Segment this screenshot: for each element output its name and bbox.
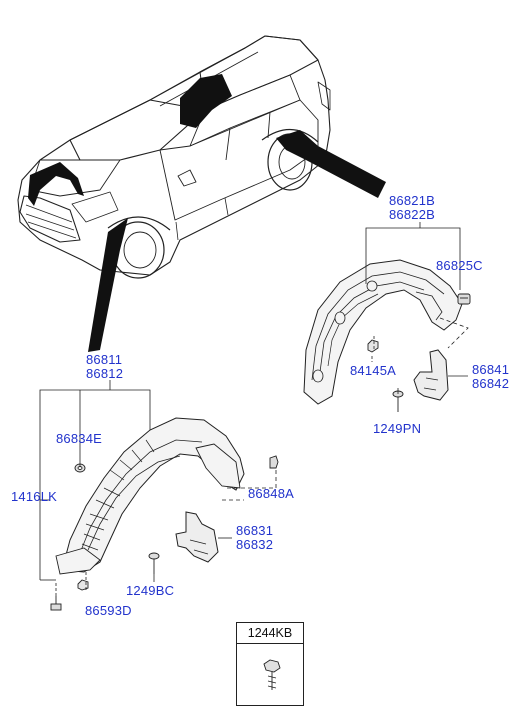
label-86842: 86842 xyxy=(472,376,510,391)
label-86821b: 86821B xyxy=(389,193,436,208)
part-box-title: 1244KB xyxy=(237,623,303,644)
part-box-1244kb: 1244KB xyxy=(236,622,304,706)
screw-icon xyxy=(148,552,160,574)
label-84145a: 84145A xyxy=(350,363,397,378)
highlight-wedges xyxy=(28,74,386,352)
label-86832: 86832 xyxy=(236,537,274,552)
label-86834e: 86834E xyxy=(56,431,103,446)
rear-mudguard xyxy=(413,349,449,401)
rear-leader-lines xyxy=(365,222,469,394)
label-86593d: 86593D xyxy=(85,603,132,618)
clip-icon xyxy=(269,455,279,469)
nut-icon xyxy=(77,579,89,591)
label-86841: 86841 xyxy=(472,362,510,377)
washer-icon xyxy=(74,463,86,473)
bolt-icon xyxy=(50,596,62,611)
front-wheel-guard xyxy=(55,417,245,575)
front-leader-lines xyxy=(39,380,277,596)
label-86822b: 86822B xyxy=(389,207,436,222)
label-86825c: 86825C xyxy=(436,258,483,273)
label-86812: 86812 xyxy=(86,366,124,381)
screw-icon xyxy=(392,390,404,412)
label-86848a: 86848A xyxy=(248,486,295,501)
label-86831: 86831 xyxy=(236,523,274,538)
front-mudguard xyxy=(175,511,219,563)
label-1249bc: 1249BC xyxy=(126,583,175,598)
label-1249pn: 1249PN xyxy=(373,421,422,436)
nut-icon xyxy=(367,339,379,353)
screw-icon xyxy=(263,659,281,690)
label-1416lk: 1416LK xyxy=(11,489,58,504)
vehicle-illustration xyxy=(17,35,331,279)
label-86811: 86811 xyxy=(86,352,123,367)
rear-wheel-guard xyxy=(303,259,463,405)
clip-icon xyxy=(457,293,471,305)
